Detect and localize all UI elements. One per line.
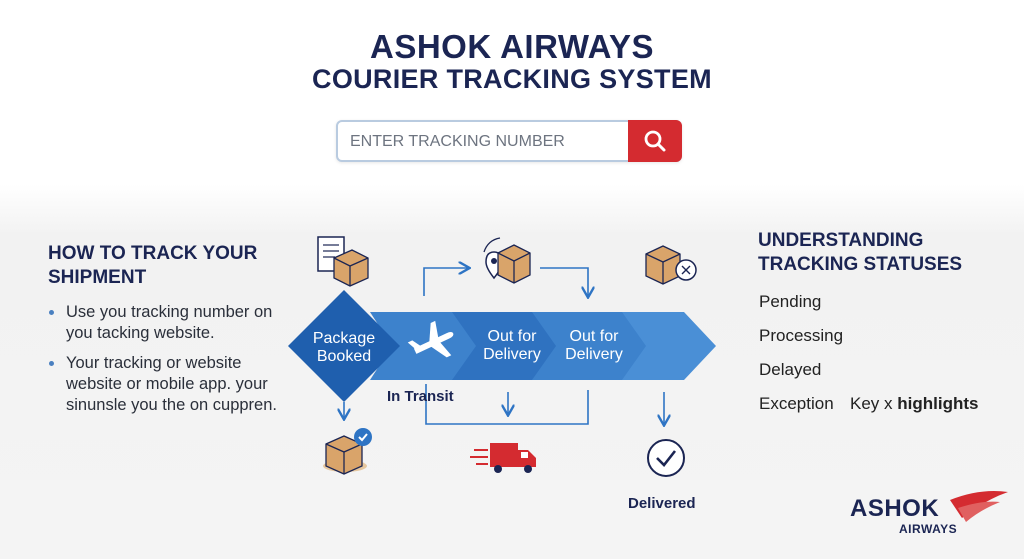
document-package-icon: [317, 236, 369, 287]
package-confirmed-icon: [323, 428, 372, 475]
delivered-label: Delivered: [628, 495, 696, 512]
logo-subtext: AIRWAYS: [899, 522, 958, 536]
logo-wordmark: ASHOK: [850, 495, 940, 522]
package-location-icon: [483, 237, 531, 284]
flow-arrow: [540, 267, 588, 296]
airways-logo-swoosh-icon: [950, 491, 1008, 522]
page-title: ASHOK AIRWAYS: [369, 28, 654, 65]
key-highlights: Key x highlights: [850, 394, 979, 413]
package-booked-label: Package Booked: [312, 330, 376, 365]
out-for-delivery-label-2: Out for Delivery: [565, 328, 623, 363]
flow-arrow: [423, 268, 468, 296]
page-subtitle: COURIER TRACKING SYSTEM: [312, 64, 712, 94]
delivered-check-icon: [647, 439, 685, 477]
in-transit-label: In Transit: [387, 388, 454, 405]
package-settings-icon: [645, 245, 697, 285]
list-item: Use you tracking number on you tacking w…: [46, 302, 286, 344]
delivery-truck-icon: [470, 443, 536, 473]
tracking-statuses-heading: UNDERSTANDING TRACKING STATUSES: [758, 230, 963, 275]
list-item: Your tracking or website website or mobi…: [46, 353, 286, 416]
status-delayed: Delayed: [759, 360, 822, 379]
tracking-number-input[interactable]: [348, 128, 622, 156]
search-button[interactable]: [628, 120, 682, 162]
status-exception: Exception: [759, 394, 834, 413]
flow-stage-final: [622, 312, 716, 380]
tracking-search-bar: [336, 120, 682, 162]
how-to-track-list: Use you tracking number on you tacking w…: [46, 302, 286, 425]
status-processing: Processing: [759, 326, 844, 345]
search-icon: [644, 130, 666, 152]
out-for-delivery-label-1: Out for Delivery: [483, 328, 541, 363]
airplane-icon: [407, 320, 454, 358]
status-pending: Pending: [759, 292, 822, 311]
how-to-track-heading: HOW TO TRACK YOUR SHIPMENT: [48, 243, 258, 288]
